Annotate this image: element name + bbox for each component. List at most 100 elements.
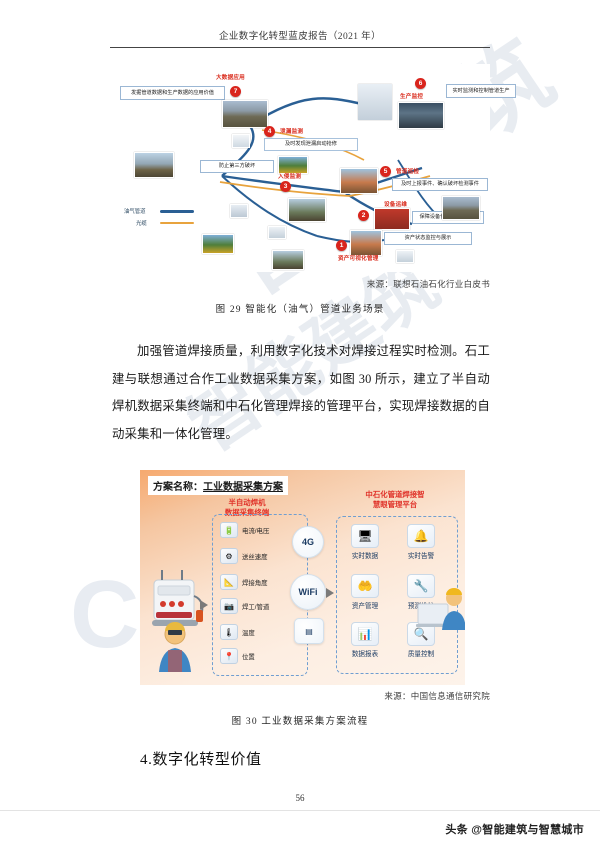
platform-item-4-label: 数据报表 — [351, 651, 379, 658]
platform-item-1-label: 实时告警 — [407, 553, 435, 560]
platform-item-0: 🖥 实时数据 — [342, 524, 388, 560]
asset-thumbnail-4 — [202, 234, 234, 254]
sensor-item-2-label: 焊接角度 — [242, 579, 268, 587]
node-2-badge: 2 — [358, 210, 369, 221]
sensor-item-5: 📍 位置 — [220, 648, 255, 664]
asset-icon-1 — [230, 204, 248, 218]
asset-icon-3 — [396, 250, 414, 263]
sensor-item-0-label: 电流/电压 — [242, 527, 270, 535]
node-4-device-icon — [232, 134, 250, 148]
asset-thumbnail-7 — [442, 196, 480, 220]
flow-arrow-3 — [326, 588, 334, 598]
wrench-gear-icon: 🔧 — [407, 574, 435, 598]
right-panel-title: 中石化管道焊接智 慧眼管理平台 — [336, 490, 454, 510]
footer-bar: 头条 @智能建筑与智慧城市 — [0, 810, 600, 847]
node-6-title: 生产监控 — [400, 94, 424, 100]
sensor-item-3: 📷 焊工/管道 — [220, 598, 269, 614]
dashboard-icon: 🖥 — [351, 524, 379, 548]
node-3-title: 入侵监测 — [278, 174, 302, 180]
platform-item-1: 🔔 实时告警 — [398, 524, 444, 560]
flow-arrow-1 — [200, 600, 208, 610]
body-paragraph: 加强管道焊接质量，利用数字化技术对焊接过程实时检测。石工建与联想通过合作工业数据… — [112, 338, 490, 448]
engineer-graphic — [416, 582, 465, 645]
sensor-item-2: 📐 焊接角度 — [220, 574, 268, 590]
asset-thumbnail-6 — [134, 152, 174, 178]
network-4g-icon: 4G — [292, 526, 324, 558]
node-2-thumbnail — [374, 208, 410, 230]
node-5-badge: 5 — [380, 166, 391, 177]
right-panel-title-line1: 中石化管道焊接智 — [365, 490, 425, 499]
figure-29-image: 大数据应用 发掘管道数据和生产数据的应用价值 7 6 生产监控 实时监测和控制管… — [112, 64, 516, 272]
figure-30-title: 方案名称：工业数据采集方案 — [148, 476, 288, 495]
bell-icon: 🔔 — [407, 524, 435, 548]
figure-30-title-label: 方案名称： — [153, 482, 203, 493]
page-number: 56 — [295, 793, 305, 803]
node-3-badge: 3 — [280, 181, 291, 192]
report-icon: 📊 — [351, 622, 379, 646]
node-5-thumbnail — [340, 168, 378, 194]
node-3-desc: 防止第三方破坏 — [200, 160, 274, 173]
node-5-desc: 及时上报事件、确认破坏检测事件 — [392, 178, 488, 191]
sensor-item-4-label: 温度 — [242, 629, 255, 637]
header-rule — [110, 47, 490, 48]
node-6-desc: 实时监测和控制管道生产 — [446, 84, 516, 98]
figure-29-caption: 图 29 智能化（油气）管道业务场景 — [215, 305, 385, 315]
network-ethernet-icon: ▤ — [294, 618, 324, 644]
sensor-item-4: 🌡 温度 — [220, 624, 255, 640]
node-1-desc: 资产状态监控与展示 — [384, 232, 472, 245]
figure-30-image: 方案名称：工业数据采集方案 半自动焊机 数据采集终端 中石化管道焊接智 慧眼管理… — [140, 470, 465, 685]
node-5-title: 管道巡检 — [396, 169, 420, 175]
welder-person-graphic — [150, 620, 200, 681]
footer-brand: 头条 @智能建筑与智慧城市 — [445, 824, 584, 836]
node-1-thumbnail — [350, 230, 382, 256]
node-7-desc: 发掘管道数据和生产数据的应用价值 — [120, 86, 225, 100]
node-4-title: 泄漏监测 — [280, 129, 304, 135]
sensor-item-1: ⚙ 送丝速度 — [220, 548, 268, 564]
sensor-item-5-label: 位置 — [242, 653, 255, 661]
platform-item-0-label: 实时数据 — [351, 553, 379, 560]
figure-30-source: 来源：中国信息通信研究院 — [384, 691, 490, 701]
paragraph-text: 加强管道焊接质量，利用数字化技术对焊接过程实时检测。石工建与联想通过合作工业数据… — [112, 344, 490, 441]
node-4-desc: 及时发现泄漏启动抢修 — [264, 138, 358, 151]
network-wifi-icon: WiFi — [290, 574, 326, 610]
sensor-item-1-label: 送丝速度 — [242, 553, 268, 561]
legend-swatch-pipeline — [160, 210, 194, 213]
node-7-thumbnail — [222, 100, 268, 128]
node-7-title: 大数据应用 — [216, 75, 245, 81]
platform-item-4: 📊 数据报表 — [342, 622, 388, 658]
scanner-icon: 📷 — [220, 598, 238, 614]
running-header: 企业数字化转型蓝皮报告（2021 年） — [219, 32, 381, 42]
node-6-facility-icon — [358, 84, 392, 120]
weld-angle-icon: 📐 — [220, 574, 238, 590]
multimeter-icon: 🔋 — [220, 522, 238, 538]
platform-item-5-label: 质量控制 — [407, 651, 435, 658]
legend-label-pipeline: 油气管道 — [124, 209, 146, 215]
left-panel-title-line1: 半自动焊机 — [228, 498, 266, 507]
asset-hand-icon: 🤲 — [351, 574, 379, 598]
location-pin-icon: 📍 — [220, 648, 238, 664]
thermometer-icon: 🌡 — [220, 624, 238, 640]
right-panel-title-line2: 慧眼管理平台 — [372, 499, 418, 509]
node-7-badge: 7 — [230, 86, 241, 97]
sensor-item-3-label: 焊工/管道 — [242, 603, 270, 611]
asset-icon-2 — [268, 226, 286, 239]
node-6-badge: 6 — [415, 78, 426, 89]
asset-thumbnail-5 — [272, 250, 304, 270]
node-1-thumbnail-top — [288, 198, 326, 222]
node-4-badge: 4 — [264, 126, 275, 137]
node-1-badge: 1 — [336, 240, 347, 251]
node-3-thumbnail — [278, 156, 308, 174]
figure-30-caption: 图 30 工业数据采集方案流程 — [231, 717, 369, 727]
wire-feed-icon: ⚙ — [220, 548, 238, 564]
figure-30-title-value: 工业数据采集方案 — [203, 482, 283, 493]
node-2-title: 设备运维 — [384, 202, 408, 208]
sensor-item-0: 🔋 电流/电压 — [220, 522, 269, 538]
platform-item-2-label: 资产管理 — [351, 603, 379, 610]
platform-item-2: 🤲 资产管理 — [342, 574, 388, 610]
left-panel-title-line2: 数据采集终端 — [224, 507, 270, 517]
left-panel-title: 半自动焊机 数据采集终端 — [192, 498, 302, 518]
figure-29-source: 来源：联想石油石化行业白皮书 — [366, 279, 490, 289]
pipeline-map: 大数据应用 发掘管道数据和生产数据的应用价值 7 6 生产监控 实时监测和控制管… — [112, 64, 516, 272]
node-1-title: 资产可视化管理 — [338, 256, 379, 262]
